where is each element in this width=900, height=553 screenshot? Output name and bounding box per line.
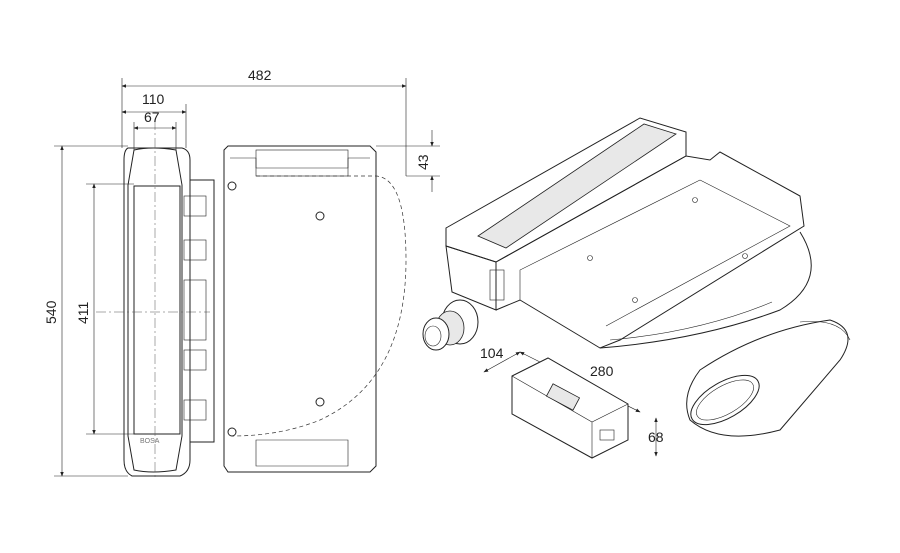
dim-411: 411 (75, 301, 91, 324)
dim-540: 540 (43, 300, 59, 324)
round-connector (422, 299, 479, 351)
dim-43: 43 (415, 154, 431, 170)
front-view: BOSA (96, 120, 215, 480)
side-view (223, 145, 407, 473)
dim-482: 482 (248, 67, 272, 83)
oval-duct (686, 319, 851, 437)
dim-110: 110 (142, 91, 165, 107)
dim-67: 67 (144, 109, 160, 125)
dim-104: 104 (480, 345, 504, 361)
electronic-module (511, 357, 629, 459)
dim-68: 68 (648, 429, 664, 445)
dim-280: 280 (590, 363, 614, 379)
brand-logo: BOSA (140, 438, 160, 445)
isometric-unit (445, 117, 812, 349)
